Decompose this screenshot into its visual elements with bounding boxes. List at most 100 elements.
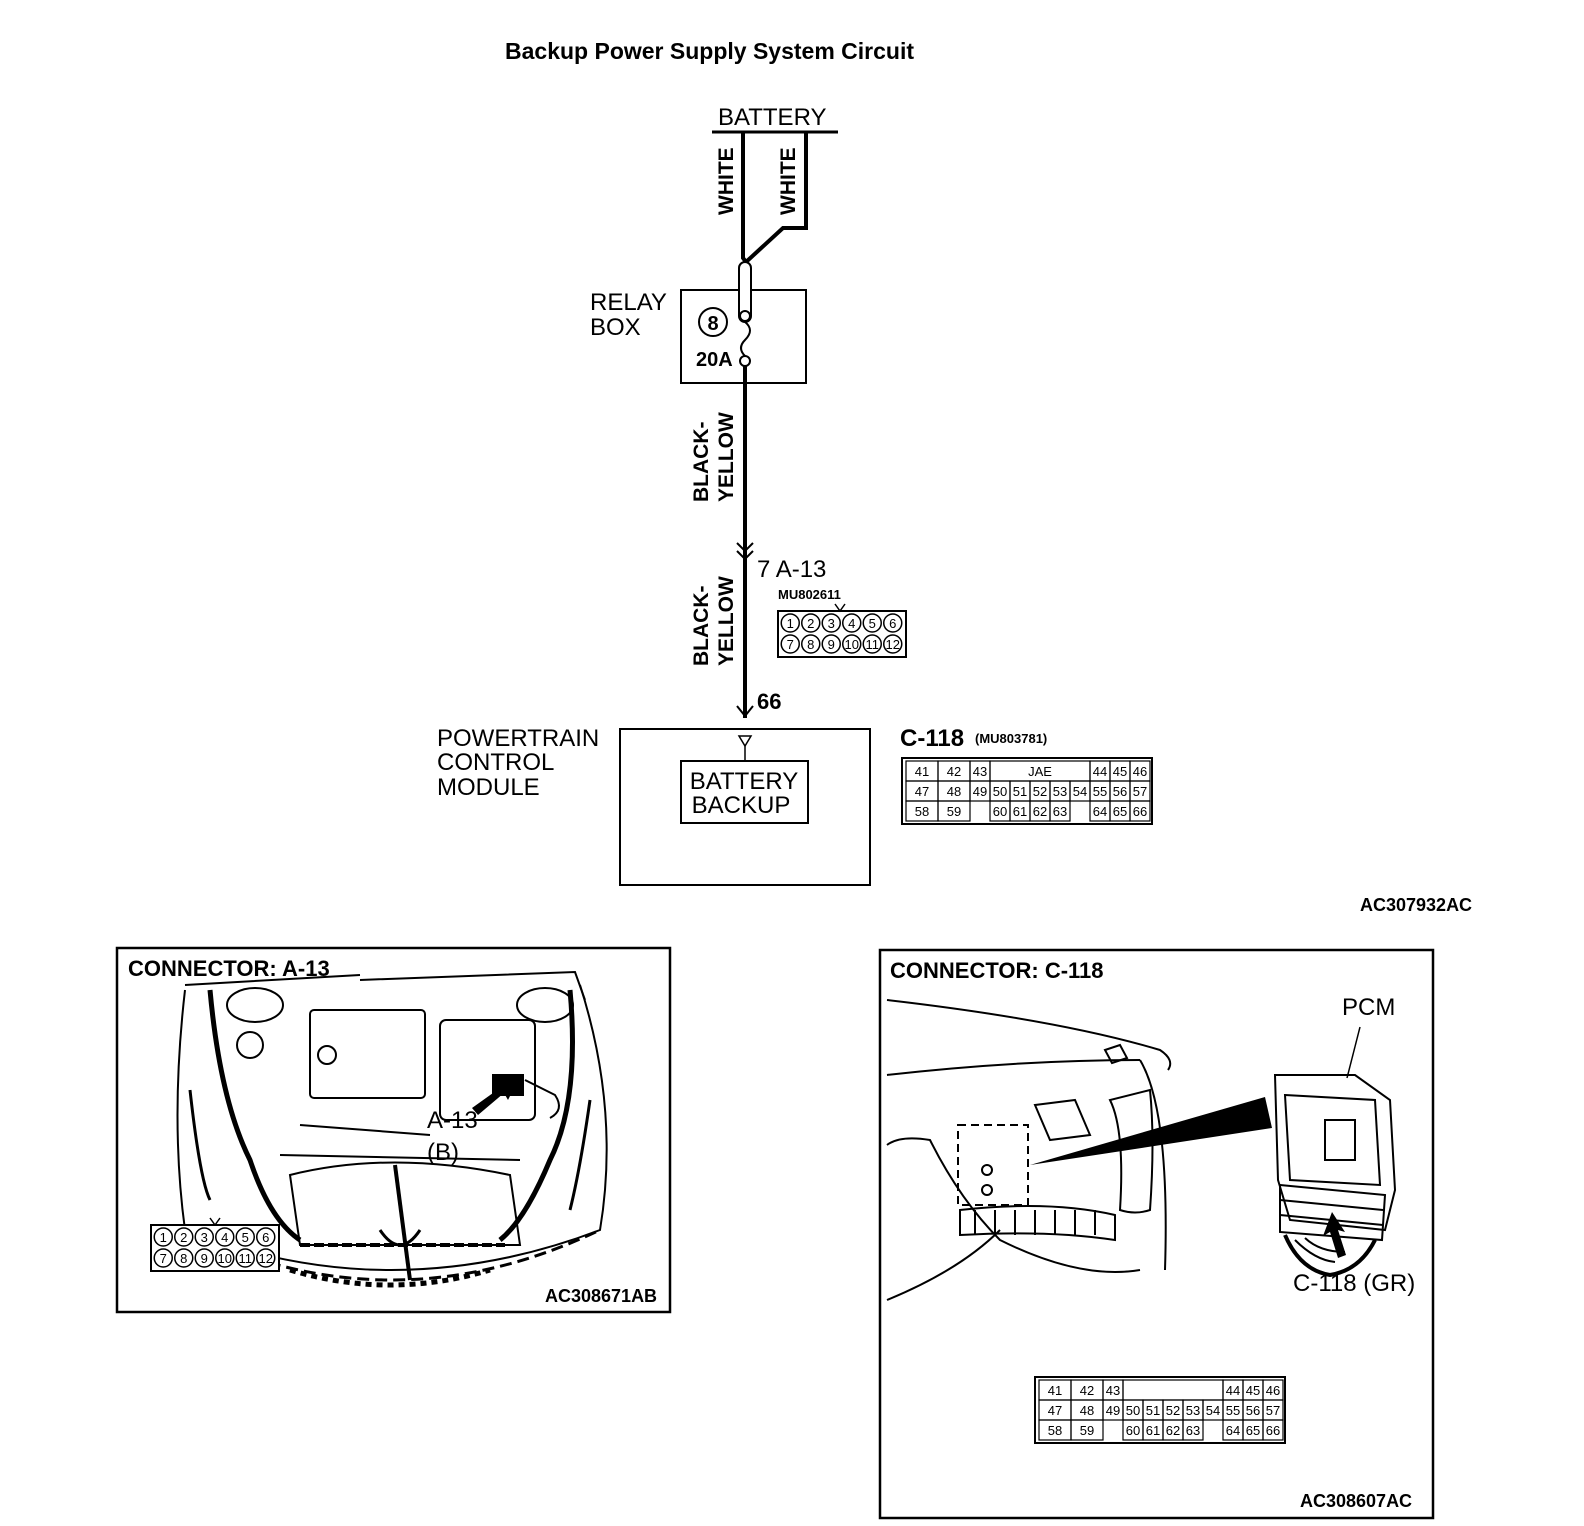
pin-number: 58	[1048, 1423, 1062, 1438]
connector-outline	[901, 757, 1153, 825]
pin-number: 3	[828, 616, 835, 631]
pin-number: 7	[160, 1251, 167, 1266]
panel-a13-code: AC308671AB	[545, 1286, 657, 1306]
pin-number: 41	[1048, 1383, 1062, 1398]
pin-cell	[1182, 1419, 1204, 1441]
pcm-label-leader	[1346, 1026, 1361, 1079]
pin-number: 65	[1113, 804, 1127, 819]
panel-c118-connector-label: C-118 (GR)	[1293, 1270, 1415, 1297]
pin-circle	[153, 1227, 173, 1247]
pin-number: 51	[1013, 784, 1027, 799]
pin-number: 5	[242, 1230, 249, 1245]
connector-a13-part-number: MU802611	[778, 587, 841, 602]
pin-number: 53	[1186, 1403, 1200, 1418]
pin-circle	[862, 613, 882, 633]
pin-number: 62	[1166, 1423, 1180, 1438]
panel-a13-frame	[115, 946, 672, 1314]
pcm-box	[619, 728, 871, 886]
pin-number: 12	[886, 637, 900, 652]
pin-number: 8	[180, 1251, 187, 1266]
pin-number: 44	[1226, 1383, 1240, 1398]
pin-number: 44	[1093, 764, 1107, 779]
pin-circle	[215, 1248, 235, 1268]
pin-number: 1	[787, 616, 794, 631]
pin-number: 41	[915, 764, 929, 779]
pin-number: 6	[889, 616, 896, 631]
battery-backup-label-1: BATTERY	[690, 768, 798, 795]
pin-circle	[883, 634, 903, 654]
connector-c118-part-number: (MU803781)	[975, 731, 1047, 746]
pin-circle	[215, 1227, 235, 1247]
panel-a13-callout-1: A-13	[427, 1107, 478, 1134]
pin-number: 42	[947, 764, 961, 779]
pin-number: 54	[1073, 784, 1087, 799]
pin-number: 55	[1093, 784, 1107, 799]
pin-circle	[862, 634, 882, 654]
pin-number: 47	[1048, 1403, 1062, 1418]
pin-number: 7	[787, 637, 794, 652]
battery-label: BATTERY	[718, 104, 826, 131]
pin-number: 61	[1013, 804, 1027, 819]
pcm-label-2: CONTROL	[437, 749, 554, 776]
pin-number: 50	[1126, 1403, 1140, 1418]
relay-box-label-1: RELAY	[590, 289, 667, 316]
pcm-pointer-wedge	[1030, 1097, 1272, 1165]
pin-number: 52	[1033, 784, 1047, 799]
pin-number: 56	[1246, 1403, 1260, 1418]
pin-number: 6	[262, 1230, 269, 1245]
pcm-label-1: POWERTRAIN	[437, 725, 599, 752]
pin-number: 47	[915, 784, 929, 799]
wire-color-lower-2: YELLOW	[715, 576, 738, 666]
pin-number: 11	[239, 1251, 253, 1266]
pin-number: 54	[1206, 1403, 1220, 1418]
pin-cell	[1122, 1379, 1224, 1401]
pin-circle	[842, 634, 862, 654]
pcm-label-3: MODULE	[437, 774, 540, 801]
wire-color-upper-2: YELLOW	[715, 412, 738, 502]
panel-a13-key	[209, 1217, 221, 1227]
pin-number: 4	[848, 616, 855, 631]
pin-number: 9	[828, 637, 835, 652]
pin-number: 43	[1106, 1383, 1120, 1398]
panel-c118-frame	[878, 948, 1435, 1520]
pin-number: 48	[947, 784, 961, 799]
pin-number: 45	[1113, 764, 1127, 779]
pin-number: 52	[1166, 1403, 1180, 1418]
pin-number: 12	[259, 1251, 273, 1266]
pin-circle	[256, 1227, 276, 1247]
pin-number: 5	[869, 616, 876, 631]
connector-c118-name: C-118	[900, 725, 964, 752]
pin-cell	[1049, 800, 1071, 822]
pin-number: 65	[1246, 1423, 1260, 1438]
pin-cell	[1129, 800, 1151, 822]
panel-c118-pcm-label: PCM	[1342, 994, 1395, 1021]
pin-circle	[153, 1248, 173, 1268]
panel-c118-code: AC308607AC	[1300, 1491, 1412, 1511]
pin-number: 57	[1133, 784, 1147, 799]
pin-number: 60	[993, 804, 1007, 819]
pin-circle	[780, 634, 800, 654]
pin-number: 46	[1266, 1383, 1280, 1398]
pin-number: 2	[807, 616, 814, 631]
connector-a13-face	[777, 610, 907, 658]
pin-circle	[821, 613, 841, 633]
wire-color-upper-1: BLACK-	[690, 422, 713, 502]
pin-number: 59	[1080, 1423, 1094, 1438]
pin-number: 43	[973, 764, 987, 779]
pin-number: 51	[1146, 1403, 1160, 1418]
pin-number: 57	[1266, 1403, 1280, 1418]
pin-cell	[1262, 1419, 1284, 1441]
wire-color-white-left: WHITE	[715, 147, 738, 215]
pin-number: 46	[1133, 764, 1147, 779]
pin-circle	[256, 1248, 276, 1268]
panel-c118-title: CONNECTOR: C-118	[890, 958, 1104, 983]
pin-number: 53	[1053, 784, 1067, 799]
pin-number: 63	[1053, 804, 1067, 819]
pin-number: 64	[1226, 1423, 1240, 1438]
pin-number: 11	[866, 637, 880, 652]
